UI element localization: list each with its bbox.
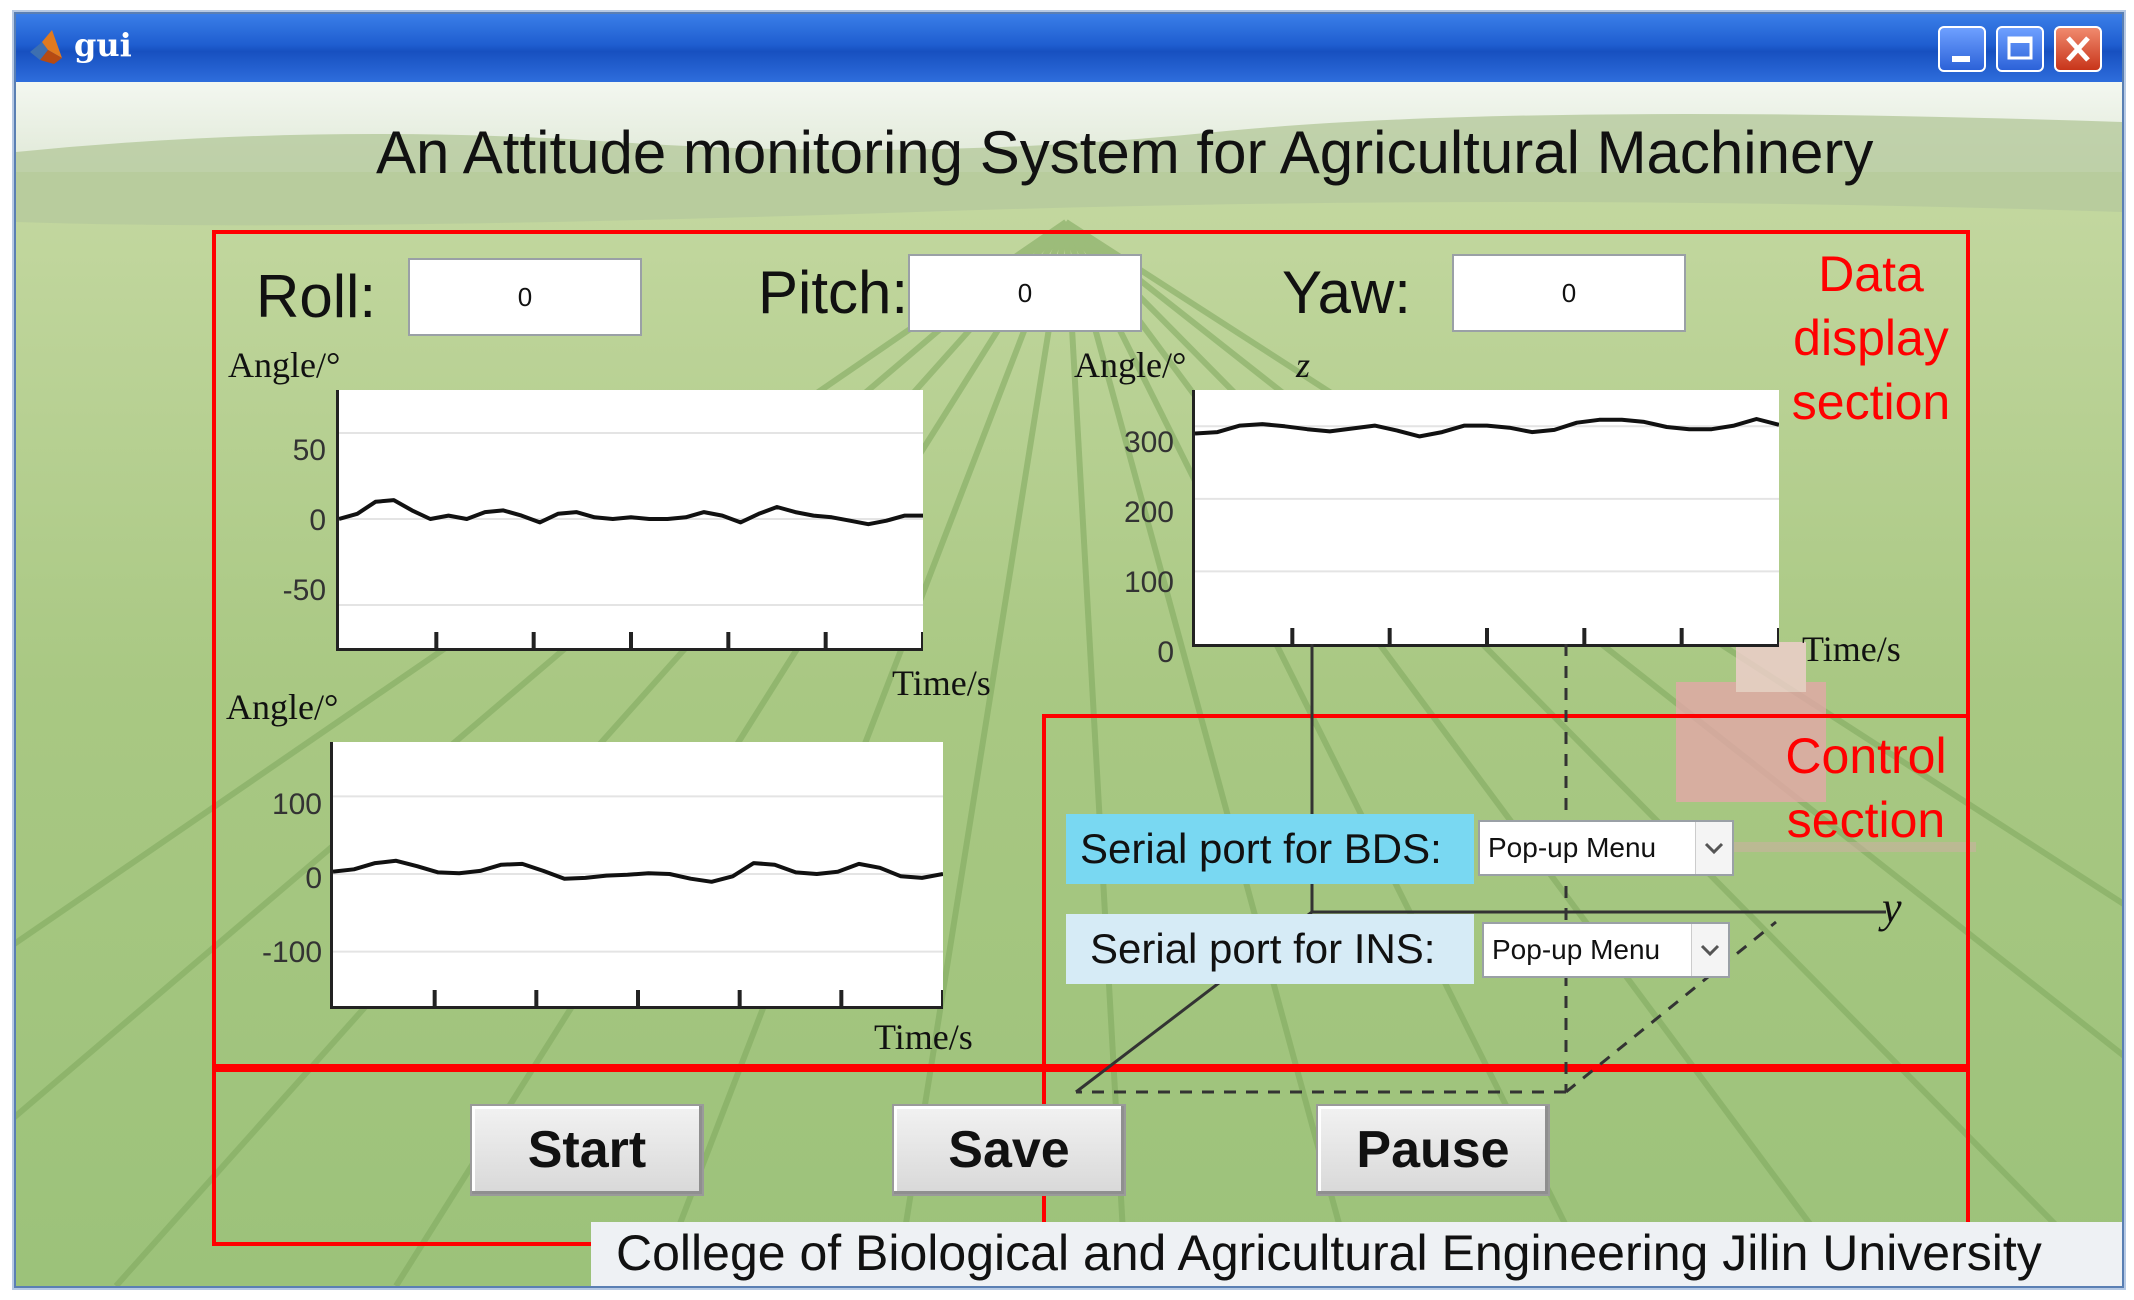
pitch-plot-ytick: -100 xyxy=(261,936,322,969)
roll-series-line xyxy=(339,498,923,527)
ins-serial-selected-value: Pop-up Menu xyxy=(1492,934,1661,965)
bds-serial-select[interactable]: Pop-up Menu xyxy=(1478,820,1734,876)
ins-serial-select[interactable]: Pop-up Menu xyxy=(1482,922,1730,978)
pitch-plot xyxy=(330,742,943,1009)
lower-plot-region xyxy=(212,714,1046,1068)
pitch-plot-ylabel: Angle/° xyxy=(226,687,339,727)
yaw-plot-ylabel: Angle/° xyxy=(1074,345,1187,385)
roll-label: Roll: xyxy=(256,263,377,330)
bds-serial-selected-value: Pop-up Menu xyxy=(1488,832,1657,863)
yaw-plot-ytick: 200 xyxy=(1123,496,1174,529)
pitch-label: Pitch: xyxy=(758,259,909,326)
yaw-plot-ytick: 0 xyxy=(1157,636,1174,669)
chevron-down-icon[interactable] xyxy=(1691,924,1728,976)
roll-plot-ylabel: Angle/° xyxy=(228,345,341,385)
roll-plot-ytick: -50 xyxy=(282,574,326,607)
y-axis-label: y xyxy=(1882,883,1902,932)
roll-plot-ytick: 50 xyxy=(292,434,326,467)
yaw-plot-svg xyxy=(1195,417,1779,644)
maximize-icon xyxy=(2007,36,2033,60)
yaw-plot-ytick: 300 xyxy=(1123,426,1174,459)
title-bar[interactable]: gui xyxy=(16,14,2122,82)
roll-plot-xlabel: Time/s xyxy=(892,663,991,703)
z-axis-label: z xyxy=(1296,345,1311,385)
start-button[interactable]: Start xyxy=(470,1104,704,1196)
bds-serial-label: Serial port for BDS: xyxy=(1066,814,1474,884)
app-title: An Attitude monitoring System for Agricu… xyxy=(376,119,1874,186)
yaw-value-field[interactable]: 0 xyxy=(1452,254,1686,332)
chevron-down-icon[interactable] xyxy=(1695,822,1732,874)
footer-panel xyxy=(591,1222,2122,1286)
pitch-plot-ytick: 100 xyxy=(271,788,322,821)
pitch-plot-xlabel: Time/s xyxy=(874,1017,973,1057)
footer-affiliation: College of Biological and Agricultural E… xyxy=(616,1225,2042,1281)
close-icon xyxy=(2066,36,2090,62)
gui-canvas: An Attitude monitoring System for Agricu… xyxy=(16,82,2122,1286)
yaw-plot xyxy=(1192,390,1779,647)
pitch-value-field[interactable]: 0 xyxy=(908,254,1142,332)
ins-serial-label: Serial port for INS: xyxy=(1066,914,1474,984)
yaw-series-line xyxy=(1195,417,1779,439)
roll-plot-svg xyxy=(339,432,923,648)
roll-plot-ytick: 0 xyxy=(309,504,326,537)
pitch-series-line xyxy=(333,858,943,884)
yaw-plot-ytick: 100 xyxy=(1123,566,1174,599)
close-button[interactable] xyxy=(2054,26,2102,72)
control-section-label: Control section xyxy=(1785,728,1947,848)
pitch-plot-ytick: 0 xyxy=(305,862,322,895)
yaw-plot-xlabel: Time/s xyxy=(1802,629,1901,669)
window-title: gui xyxy=(74,26,132,64)
matlab-logo-icon xyxy=(30,30,62,64)
roll-value-field[interactable]: 0 xyxy=(408,258,642,336)
data-display-section-label: Data display section xyxy=(1791,246,1951,430)
app-window: gui xyxy=(14,12,2124,1288)
yaw-label: Yaw: xyxy=(1282,259,1411,326)
pause-button[interactable]: Pause xyxy=(1316,1104,1550,1196)
minimize-button[interactable] xyxy=(1938,26,1986,72)
roll-plot xyxy=(336,390,923,651)
maximize-button[interactable] xyxy=(1996,26,2044,72)
pitch-plot-svg xyxy=(333,795,943,1006)
minimize-icon xyxy=(1952,56,1970,62)
save-button[interactable]: Save xyxy=(892,1104,1126,1196)
